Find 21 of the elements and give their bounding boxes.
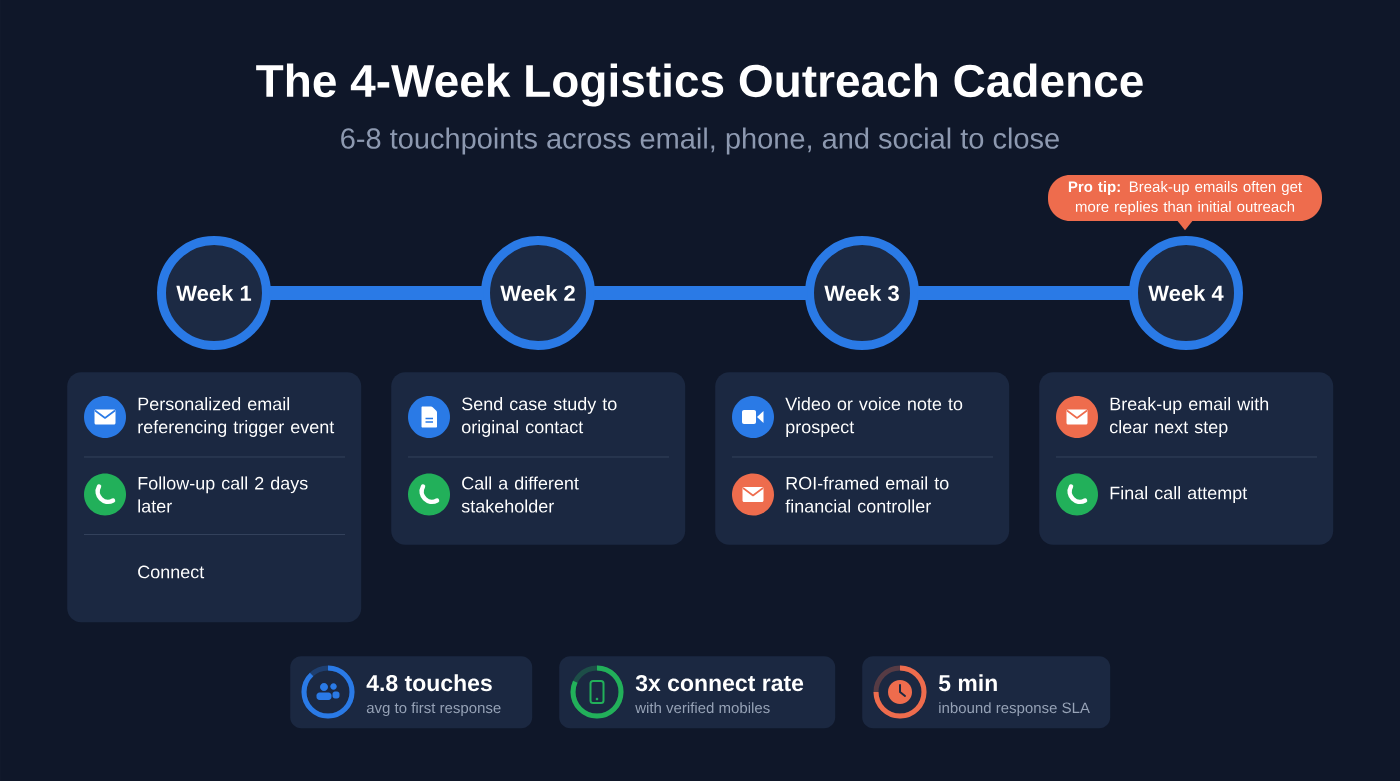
stat-value: 4.8 touches — [366, 674, 492, 692]
stat-caption: with verified mobiles — [635, 702, 770, 714]
item-text: Connect — [138, 565, 205, 579]
item-text: Send case study to original contact — [461, 397, 617, 437]
item-text: Follow-up call 2 days later — [138, 476, 308, 513]
stat-value: 5 min — [938, 674, 997, 692]
item-text: Final call attempt — [1110, 486, 1248, 503]
connector-line — [269, 286, 483, 300]
title: The 4-Week Logistics Outreach Cadence — [256, 63, 1143, 107]
stat-value: 3x connect rate — [635, 674, 804, 692]
item-text: Personalized email referencing trigger event — [138, 397, 335, 437]
item-text: ROI-framed email to financial controller — [785, 476, 949, 513]
connector-line — [593, 286, 807, 300]
connector-line — [917, 286, 1131, 300]
stat-caption: avg to first response — [366, 702, 501, 717]
subtitle: 6-8 touchpoints across email, phone, and social to close — [341, 127, 1059, 155]
item-text: Call a different stakeholder — [461, 476, 579, 513]
item-text: Break-up email with clear next step — [1110, 397, 1269, 437]
stat-caption: inbound response SLA — [939, 702, 1090, 717]
item-text: Video or voice note to prospect — [785, 397, 963, 437]
callout-bubble: Pro tip: Break-up emails often get more replies than initial outreach — [1048, 175, 1322, 231]
